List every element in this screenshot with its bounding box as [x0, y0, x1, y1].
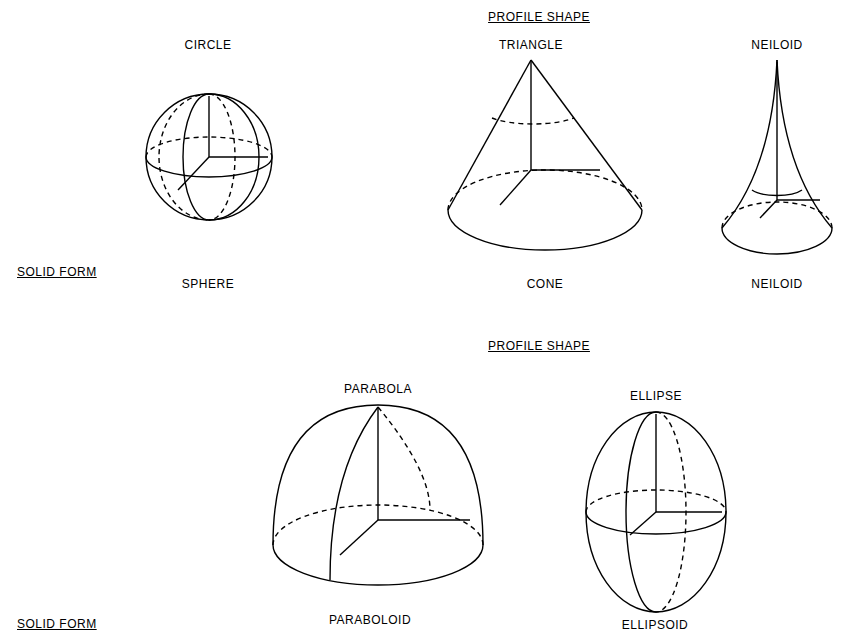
neiloid-figure	[722, 60, 832, 254]
profile-label: CIRCLE	[184, 38, 231, 52]
solid-label: NEILOID	[751, 277, 803, 291]
solid-label: ELLIPSOID	[622, 618, 689, 632]
sphere-figure	[146, 94, 272, 220]
row-heading: SOLID FORM	[17, 617, 97, 631]
profile-label: ELLIPSE	[630, 389, 682, 403]
ellipsoid-figure	[586, 412, 726, 612]
cone-figure	[448, 60, 642, 250]
solid-label: SPHERE	[182, 277, 234, 291]
solid-label: PARABOLOID	[329, 613, 411, 627]
profile-label: TRIANGLE	[499, 38, 563, 52]
profile-label: NEILOID	[751, 38, 803, 52]
row-heading: SOLID FORM	[17, 265, 97, 279]
section-heading: PROFILE SHAPE	[488, 339, 590, 353]
profile-label: PARABOLA	[344, 382, 412, 396]
paraboloid-figure	[273, 405, 483, 585]
section-heading: PROFILE SHAPE	[488, 10, 590, 24]
solid-label: CONE	[527, 277, 564, 291]
